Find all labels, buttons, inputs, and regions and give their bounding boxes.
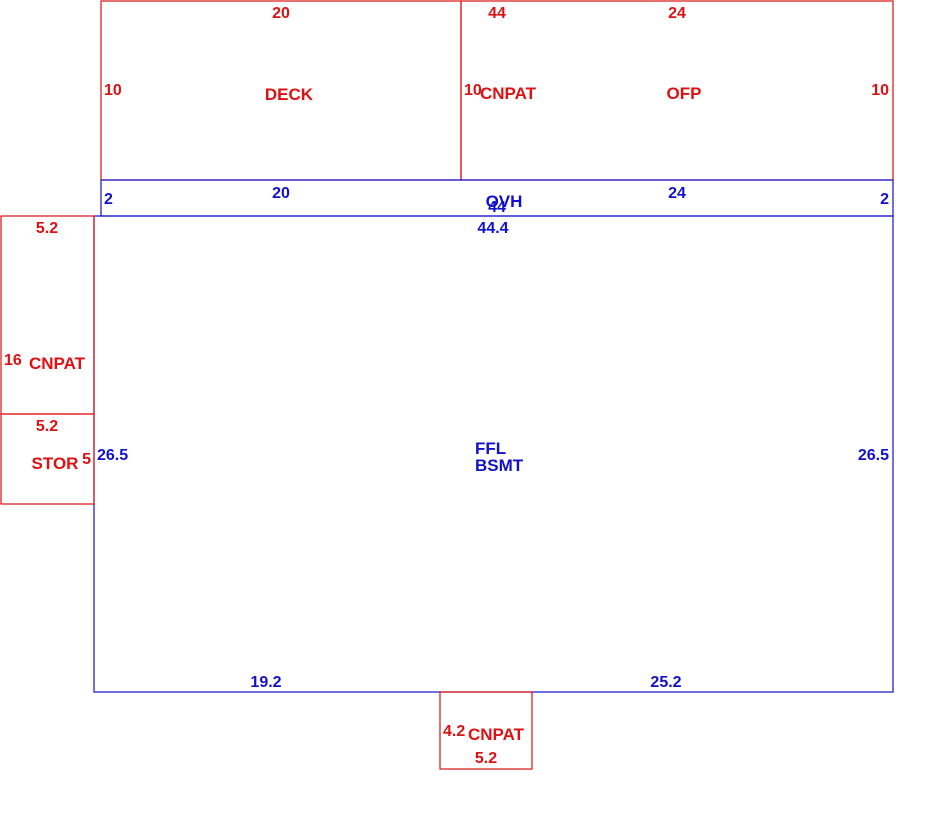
cnpat-left-left-dimension: 16 (4, 352, 22, 369)
ovh-left-dimension: 2 (104, 191, 113, 208)
deck-label: DECK (265, 85, 314, 104)
ofp-right-dimension: 10 (871, 82, 889, 99)
cnpat-bottom-bottom-dimension: 5.2 (475, 750, 497, 767)
bsmt-left-dimension: 26.5 (97, 447, 128, 464)
cnpat-left-outline (0, 215, 95, 415)
bsmt-area: FFL BSMT 44.4 26.5 26.5 19.2 25.2 (93, 215, 894, 693)
ovh-top-right-dimension: 24 (668, 185, 686, 202)
cnpat-left-dimension: 10 (464, 82, 482, 99)
deck-top-dimension: 20 (272, 5, 290, 22)
stor-area: STOR 5.2 5 (0, 413, 95, 505)
ovh-right-dimension: 2 (880, 191, 889, 208)
cnpat-bottom-area: CNPAT 4.2 5.2 (439, 691, 533, 770)
cnpat-left-area: CNPAT 5.2 16 (0, 215, 95, 415)
cnpat-top-label: CNPAT (480, 84, 537, 103)
cnpat-bottom-label: CNPAT (468, 725, 525, 744)
cnpat-top-dimension: 44 (488, 5, 506, 22)
ovh-label: OVH (486, 192, 523, 211)
ofp-top-dimension: 24 (668, 5, 686, 22)
cnpat-bottom-left-dimension: 4.2 (443, 723, 465, 740)
cnpat-left-top-dimension: 5.2 (36, 220, 58, 237)
bsmt-bottom-right-dimension: 25.2 (650, 674, 681, 691)
deck-left-dimension: 10 (104, 82, 122, 99)
stor-right-dimension: 5 (82, 451, 91, 468)
bsmt-right-dimension: 26.5 (858, 447, 889, 464)
stor-top-dimension: 5.2 (36, 418, 58, 435)
deck-area: DECK 20 10 (100, 0, 462, 181)
stor-outline (0, 413, 95, 505)
ovh-bottom-dimension: 44 (488, 199, 506, 216)
cnpat-bottom-outline (439, 691, 533, 770)
ovh-area: 20 24 2 2 44 OVH (100, 179, 894, 217)
bsmt-label: BSMT (475, 456, 524, 475)
stor-label: STOR (32, 454, 79, 473)
bsmt-bottom-left-dimension: 19.2 (250, 674, 281, 691)
cnpat-ofp-area: CNPAT OFP 44 24 10 10 (460, 0, 894, 181)
ofp-label: OFP (667, 84, 702, 103)
bsmt-top-dimension: 44.4 (477, 220, 508, 237)
ovh-top-left-dimension: 20 (272, 185, 290, 202)
cnpat-left-label: CNPAT (29, 354, 86, 373)
bsmt-label-ffl: FFL (475, 439, 506, 458)
